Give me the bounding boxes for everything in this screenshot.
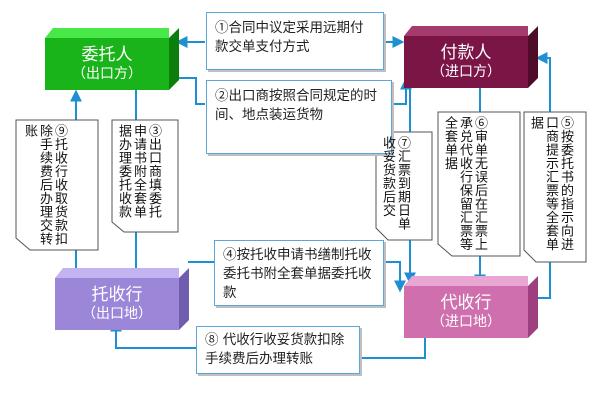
arrow-step2 — [176, 77, 205, 105]
step9-note: ⑨托收行收取货款扣除手续费后办理交转账 — [22, 124, 67, 246]
remitting-bank-box-top — [55, 268, 179, 278]
collecting-bank-box-face: 代收行 （进口地） — [404, 286, 528, 338]
arrow-step2-b — [392, 77, 412, 105]
remitting-bank-name: 托收行 — [91, 284, 143, 305]
payer-name: 付款人 — [440, 42, 492, 63]
doc-shape-step5 — [523, 111, 587, 263]
arrow-step8 — [360, 330, 426, 359]
step5-text: ⑤按委托书的指示向进口商提示汇票等全套单据 — [528, 116, 573, 251]
payer-role: （进口方） — [431, 63, 501, 80]
step7-text: ⑦汇票到期日单收妥货款后交 — [380, 136, 410, 231]
step4-panel: ④按托收申请书缮制托收委托书附全套单据委托收款 — [214, 240, 384, 306]
remitting-bank-role: （出口地） — [82, 305, 152, 322]
step4-text: ④按托收申请书缮制托收委托书附全套单据委托收款 — [223, 247, 372, 301]
arrow-step4-b — [384, 261, 406, 293]
step3-text: ③出口商填委托申请书附全套单据办理委托收款 — [116, 124, 161, 219]
principal-box-top — [45, 28, 169, 38]
step8-text: ⑧ 代收行收妥货款扣除手续费后办理转账 — [205, 332, 345, 367]
step9-text: ⑨托收行收取货款扣除手续费后办理交转账 — [22, 124, 67, 246]
step6-text: ⑥审单无误后在汇票上承兑代收行保留汇票等全套单据 — [442, 116, 487, 251]
payer-box-face: 付款人 （进口方） — [404, 36, 528, 88]
payer-box-side — [528, 26, 538, 88]
arrow-step8-b — [110, 319, 196, 349]
doc-shape-step9 — [15, 119, 99, 251]
step2-text: ②出口商按照合同规定的时间、地点装运货物 — [215, 88, 377, 123]
step6-note: ⑥审单无误后在汇票上承兑代收行保留汇票等全套单据 — [442, 116, 487, 252]
principal-box-side — [169, 28, 179, 90]
step1-panel: ①合同中议定采用远期付款交单支付方式 — [206, 12, 384, 70]
remitting-bank-box-side — [179, 268, 189, 330]
doc-shape-step7 — [375, 131, 433, 241]
step7-note: ⑦汇票到期日单收妥货款后交 — [380, 136, 410, 236]
step1-text: ①合同中议定采用远期付款交单支付方式 — [215, 20, 364, 55]
principal-name: 委托人 — [81, 44, 133, 65]
step3-note: ③出口商填委托申请书附全套单据办理委托收款 — [116, 124, 161, 228]
doc-shape-step6 — [437, 111, 521, 257]
principal-role: （出口方） — [72, 65, 142, 82]
collecting-bank-role: （进口地） — [431, 313, 501, 330]
step8-panel: ⑧ 代收行收妥货款扣除手续费后办理转账 — [196, 326, 360, 374]
remitting-bank-box-face: 托收行 （出口地） — [55, 278, 179, 330]
doc-shape-step3 — [111, 119, 179, 233]
step5-note: ⑤按委托书的指示向进口商提示汇票等全套单据 — [528, 116, 573, 258]
collecting-bank-box-side — [528, 276, 538, 338]
principal-box-face: 委托人 （出口方） — [45, 38, 169, 90]
collecting-bank-name: 代收行 — [440, 292, 492, 313]
payer-box-top — [404, 26, 528, 36]
step2-panel: ②出口商按照合同规定的时间、地点装运货物 — [206, 80, 392, 154]
collecting-bank-box-top — [404, 276, 528, 286]
